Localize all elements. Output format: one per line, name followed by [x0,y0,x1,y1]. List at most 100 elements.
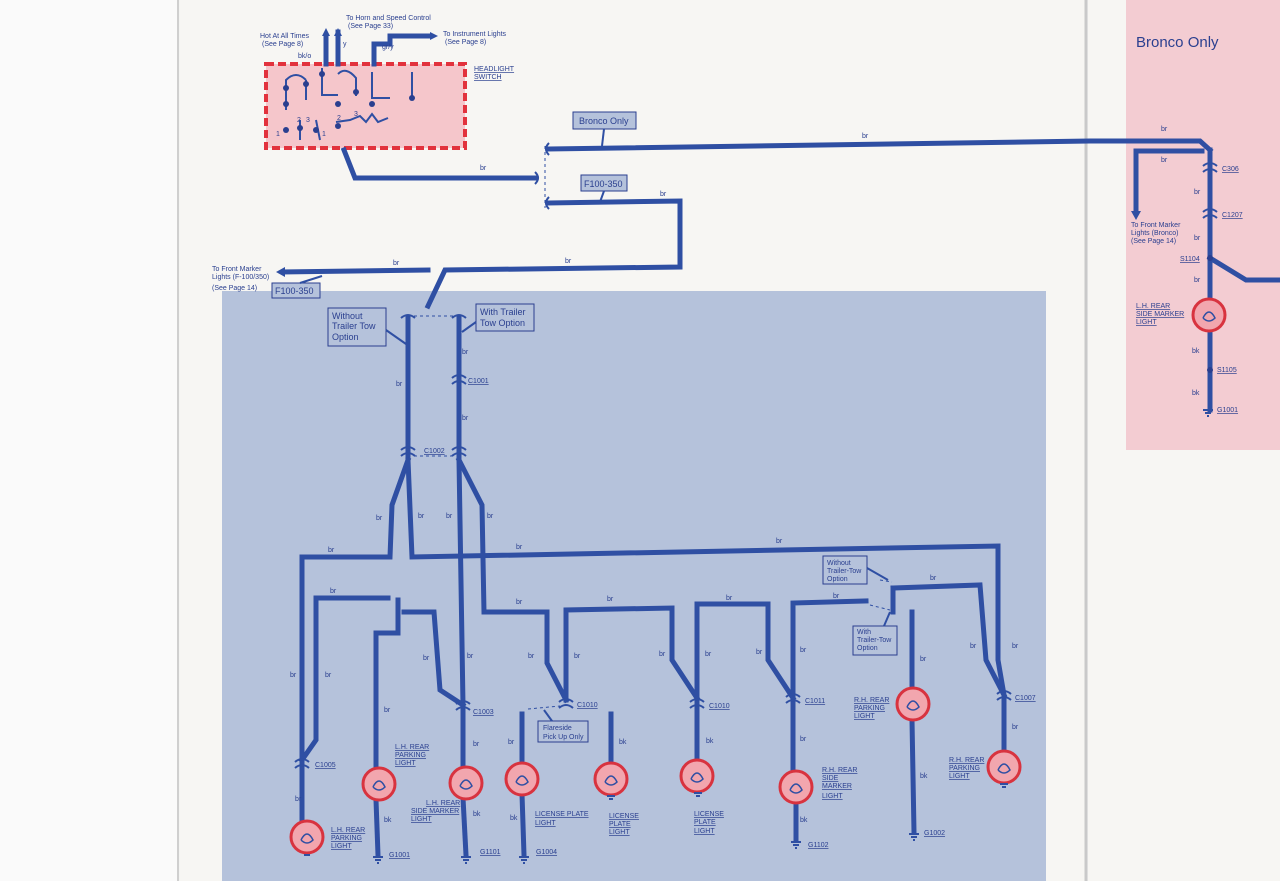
panel-br-19: br [423,655,430,662]
panel-bk-3: bk [384,817,392,824]
bronco-bk-1: bk [1192,348,1200,355]
license-plate-3-a: LICENSE [694,811,724,818]
rh-rear-parking-a-2: PARKING [854,705,885,712]
panel-br-4: br [376,515,383,522]
panel-br-31: br [473,741,480,748]
bronco-br-1: br [1161,126,1168,133]
panel-bk-7: bk [800,817,808,824]
bronco-br-4: br [1194,235,1201,242]
panel-br-29: br [920,656,927,663]
headlight-switch-label-1: HEADLIGHT [474,66,515,73]
bronco-lh-side-marker-1: L.H. REAR [1136,303,1170,310]
flareside-box [537,720,589,743]
rear-lighting-harness [294,314,1012,858]
splice-s1104: S1104 [1180,256,1200,263]
panel-br-12: br [516,599,523,606]
panel-br-7: br [487,513,494,520]
panel-br-34: br [1012,724,1019,731]
switch-terminal-3a: 3 [306,117,310,124]
with-trailer-box [475,303,535,332]
connector-c306: C306 [1222,166,1239,173]
lh-rear-side-marker-2: SIDE MARKER [411,808,459,815]
splice-s1105: S1105 [1217,367,1237,374]
license-plate-1-a: LICENSE PLATE [535,811,589,818]
panel-bk-5: bk [510,815,518,822]
panel-br-13: br [607,596,614,603]
left-margin [0,0,178,881]
panel-br-23: br [659,651,666,658]
bulb-lh-rear-parking-upper [361,766,397,802]
bronco-lh-side-marker-3: LIGHT [1136,319,1157,326]
panel-br-6: br [446,513,453,520]
horn-speed-1: To Horn and Speed Control [346,15,431,22]
panel-br-18: br [325,672,332,679]
connector-c1010a: C1010 [577,702,598,709]
panel-br-5: br [418,513,425,520]
bulb-license-plate-3 [679,758,715,794]
f100-350-left-box-text: F100-350 [275,286,314,296]
bronco-br-5: br [1194,277,1201,284]
without-trailer-small-box [822,555,868,585]
ground-g1102: G1102 [808,842,829,849]
panel-bk-4: bk [473,811,481,818]
connector-c1007: C1007 [1015,695,1036,702]
connector-c1002: C1002 [424,448,445,455]
flareside-1: Flareside [543,725,572,732]
headlight-switch-label-2: SWITCH [474,74,502,81]
horn-speed-2: (See Page 33) [348,23,393,30]
lh-rear-side-marker-1: L.H. REAR [426,800,460,807]
ground-g1101: G1101 [480,849,501,856]
panel-br-33: br [800,736,807,743]
without-trailer-1: Without [332,311,363,321]
switch-terminal-1a: 1 [276,131,280,138]
connector-c1010b: C1010 [709,703,730,710]
panel-br-21: br [528,653,535,660]
bronco-bk-2: bk [1192,390,1200,397]
instrument-lights-2: (See Page 8) [445,39,486,46]
without-trailer-3: Option [332,332,359,342]
rh-rear-side-marker-3: MARKER [822,783,852,790]
connector-c1003: C1003 [473,709,494,716]
panel-br-22: br [574,653,581,660]
lh-rear-side-marker-3: LIGHT [411,816,432,823]
panel-br-35: br [295,796,302,803]
bronco-panel [1126,0,1280,450]
license-plate-2-b: PLATE [609,821,631,828]
ground-g1001a: G1001 [389,852,410,859]
wire-label-br-1: br [480,165,487,172]
with-trailer-small-box [852,625,898,656]
wire-label-br-3: br [660,191,667,198]
connector-c1001: C1001 [468,378,489,385]
panel-br-17: br [290,672,297,679]
without-trailer-small-1: Without [827,560,851,567]
panel-bk-6: bk [920,773,928,780]
front-marker-left-2: Lights (F-100/350) [212,274,269,281]
license-plate-1-b: LIGHT [535,820,556,827]
panel-br-25: br [756,649,763,656]
ground-g1002: G1002 [924,830,945,837]
panel-br-24: br [705,651,712,658]
bronco-br-2: br [1161,157,1168,164]
license-plate-2-c: LIGHT [609,829,630,836]
bronco-only-box [572,111,637,130]
license-plate-3-c: LIGHT [694,828,715,835]
front-marker-bronco-2: Lights (Bronco) [1131,230,1178,237]
hot-wire-color: bk/o [298,53,311,60]
front-marker-left-3: (See Page 14) [212,285,257,292]
without-trailer-small-3: Option [827,576,848,583]
rh-rear-parking-a-1: R.H. REAR [854,697,889,704]
rh-rear-side-marker-2: SIDE [822,775,839,782]
panel-bk-1: bk [706,738,714,745]
panel-br-2: br [462,349,469,356]
panel-br-1: br [396,381,403,388]
panel-br-27: br [970,643,977,650]
switch-terminal-1b: 1 [322,131,326,138]
lh-rear-parking-3: LIGHT [331,843,352,850]
bulb-license-plate-2 [593,761,629,797]
panel-br-16: br [930,575,937,582]
panel-br-26: br [800,647,807,654]
rh-rear-parking-b-1: R.H. REAR [949,757,984,764]
instrument-lights-1: To Instrument Lights [443,31,507,38]
